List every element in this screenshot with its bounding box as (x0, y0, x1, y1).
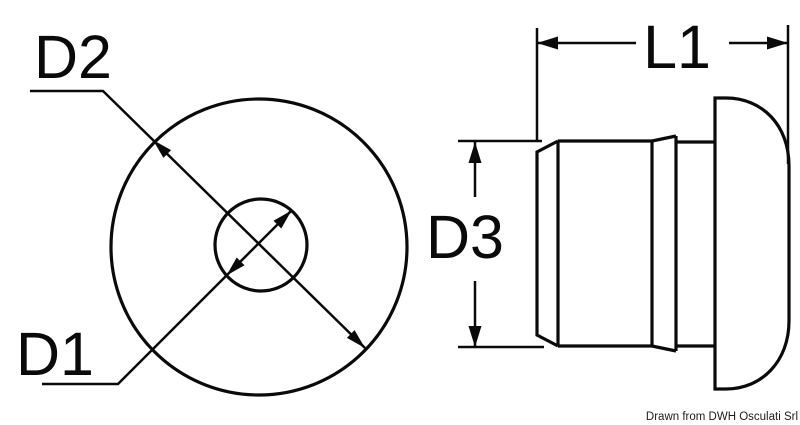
l1-arrowhead-left (537, 36, 558, 50)
inner-circle (213, 197, 309, 293)
d3-label: D3 (426, 203, 504, 271)
l1-label: L1 (643, 13, 711, 81)
side-view-arrowheads (468, 36, 788, 347)
d2-leader-line (30, 89, 366, 349)
outer-circle (109, 97, 409, 397)
d3-arrowhead-up (468, 142, 482, 163)
d2-label: D2 (34, 23, 112, 91)
d3-arrowhead-down (468, 326, 482, 347)
side-view (535, 96, 791, 391)
d2-arrowhead-lower (346, 330, 365, 348)
d2-arrowhead-upper (153, 140, 172, 158)
attribution-text: Drawn from DWH Osculati Srl (646, 411, 798, 423)
front-view-arrowheads (153, 140, 365, 348)
l1-arrowhead-right (767, 36, 788, 50)
d1-arrowhead-upper (273, 210, 292, 229)
cap-dome-outline (713, 96, 791, 391)
d1-arrowhead-lower (226, 257, 245, 276)
plug-lip-outline (535, 139, 559, 348)
rib-top-slant (651, 134, 677, 143)
d1-label: D1 (16, 320, 94, 388)
rib-bottom-slant (651, 344, 677, 353)
